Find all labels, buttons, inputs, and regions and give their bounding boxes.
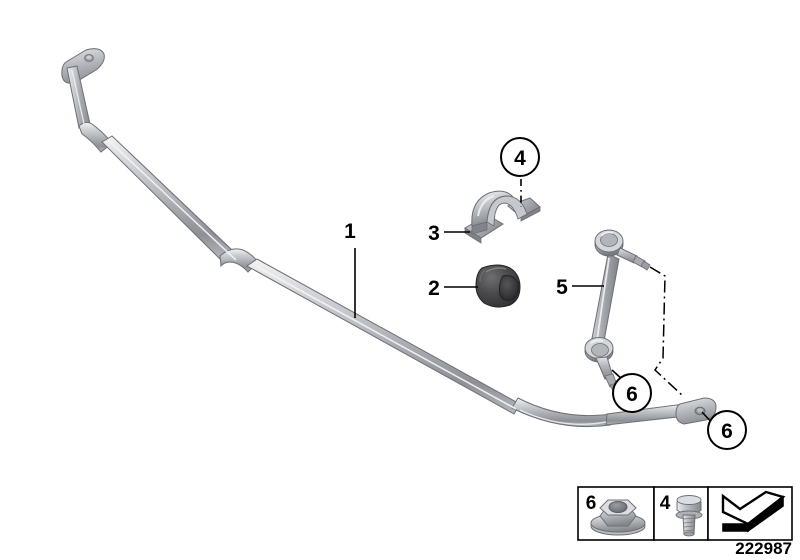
leader-lines	[354, 179, 715, 426]
svg-text:4: 4	[514, 147, 526, 170]
stabilizer-bar-left-eyelet	[61, 48, 105, 84]
part-number-text: 222987	[735, 539, 792, 558]
stabilizer-link-part	[584, 229, 651, 392]
label-1: 1	[344, 220, 356, 243]
leader-line-construction	[649, 266, 684, 397]
callout-6-link: 6	[612, 373, 652, 413]
svg-text:6: 6	[626, 383, 638, 406]
svg-text:6: 6	[721, 420, 733, 443]
rubber-bushing-part	[475, 264, 521, 308]
label-2: 2	[428, 277, 440, 300]
stabilizer-bracket-part	[464, 190, 541, 244]
link-upper-joint	[594, 229, 651, 271]
label-5: 5	[556, 276, 568, 299]
svg-text:6: 6	[586, 493, 597, 514]
svg-text:4: 4	[660, 493, 671, 514]
legend-item-direction-arrow	[707, 486, 793, 541]
label-3: 3	[428, 222, 440, 245]
legend-strip: 6 4	[577, 486, 793, 558]
legend-item-hex-bolt: 4	[653, 486, 709, 541]
callout-6-bar: 6	[707, 410, 747, 450]
legend-item-flange-nut: 6	[577, 486, 655, 541]
circled-callouts: 4 6 6	[500, 137, 747, 450]
stabilizer-bar-part	[61, 48, 717, 428]
link-lower-joint	[584, 337, 620, 392]
callout-4: 4	[500, 137, 540, 177]
plain-number-labels: 1 3 2 5	[344, 220, 568, 300]
